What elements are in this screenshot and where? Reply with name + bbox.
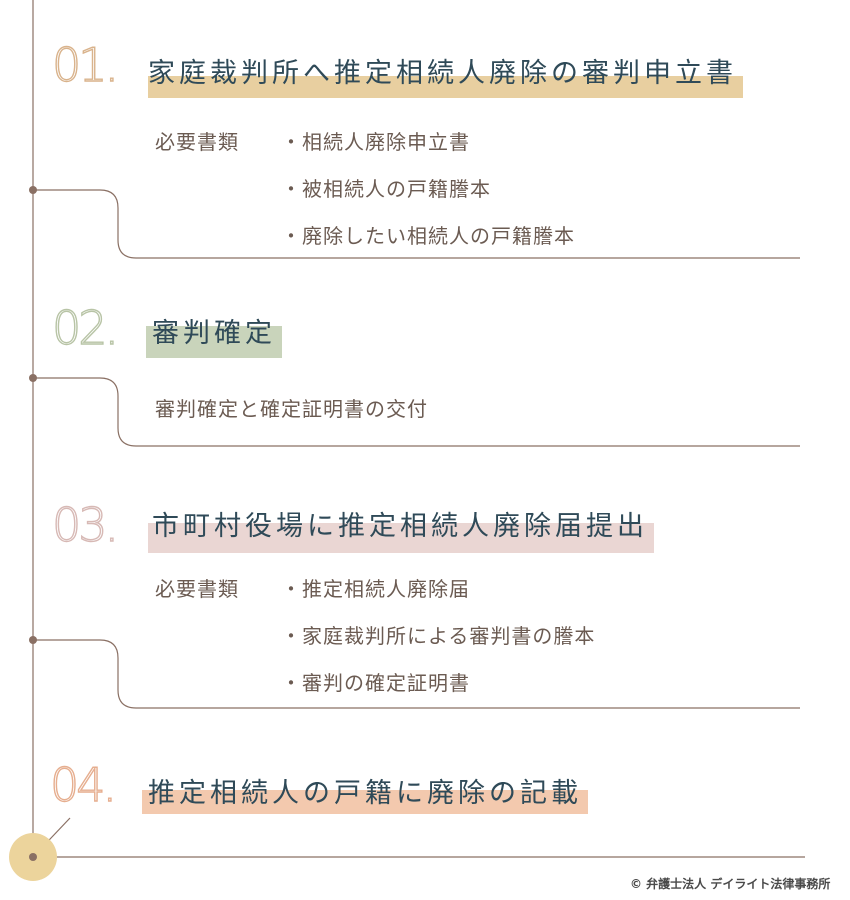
step-4-title: 推定相続人の戸籍に廃除の記載 xyxy=(142,780,588,814)
step-3-title: 市町村役場に推定相続人廃除届提出 xyxy=(148,513,654,553)
step-1-item-1: ・相続人廃除申立書 xyxy=(281,130,470,154)
step-3-item-1: ・推定相続人廃除届 xyxy=(281,577,470,601)
timeline-dot-4 xyxy=(29,853,37,861)
step-1-requirements-label: 必要書類 xyxy=(155,130,239,154)
step-3-number: 03. xyxy=(51,498,120,552)
connector-step-1 xyxy=(33,189,800,259)
connector-step-3 xyxy=(33,639,800,709)
step-1-number: 01. xyxy=(51,38,120,92)
step-3-item-3: ・審判の確定証明書 xyxy=(281,671,470,695)
step-1-title: 家庭裁判所へ推定相続人廃除の審判申立書 xyxy=(148,60,743,98)
step-2-number: 02. xyxy=(51,301,120,355)
timeline-dot-1 xyxy=(29,186,37,194)
step-1-item-3: ・廃除したい相続人の戸籍謄本 xyxy=(281,224,575,248)
step-3-requirements-label: 必要書類 xyxy=(155,577,239,601)
connector-step-2 xyxy=(33,377,800,447)
timeline-dot-3 xyxy=(29,636,37,644)
step-1-item-2: ・被相続人の戸籍謄本 xyxy=(281,177,491,201)
step-4-number: 04. xyxy=(49,758,118,812)
step-3-item-2: ・家庭裁判所による審判書の謄本 xyxy=(281,624,596,648)
timeline-dot-2 xyxy=(29,374,37,382)
step-2-title: 審判確定 xyxy=(146,320,282,358)
copyright-notice: © 弁護士法人 デイライト法律事務所 xyxy=(630,877,831,891)
step-2-description: 審判確定と確定証明書の交付 xyxy=(155,397,428,421)
